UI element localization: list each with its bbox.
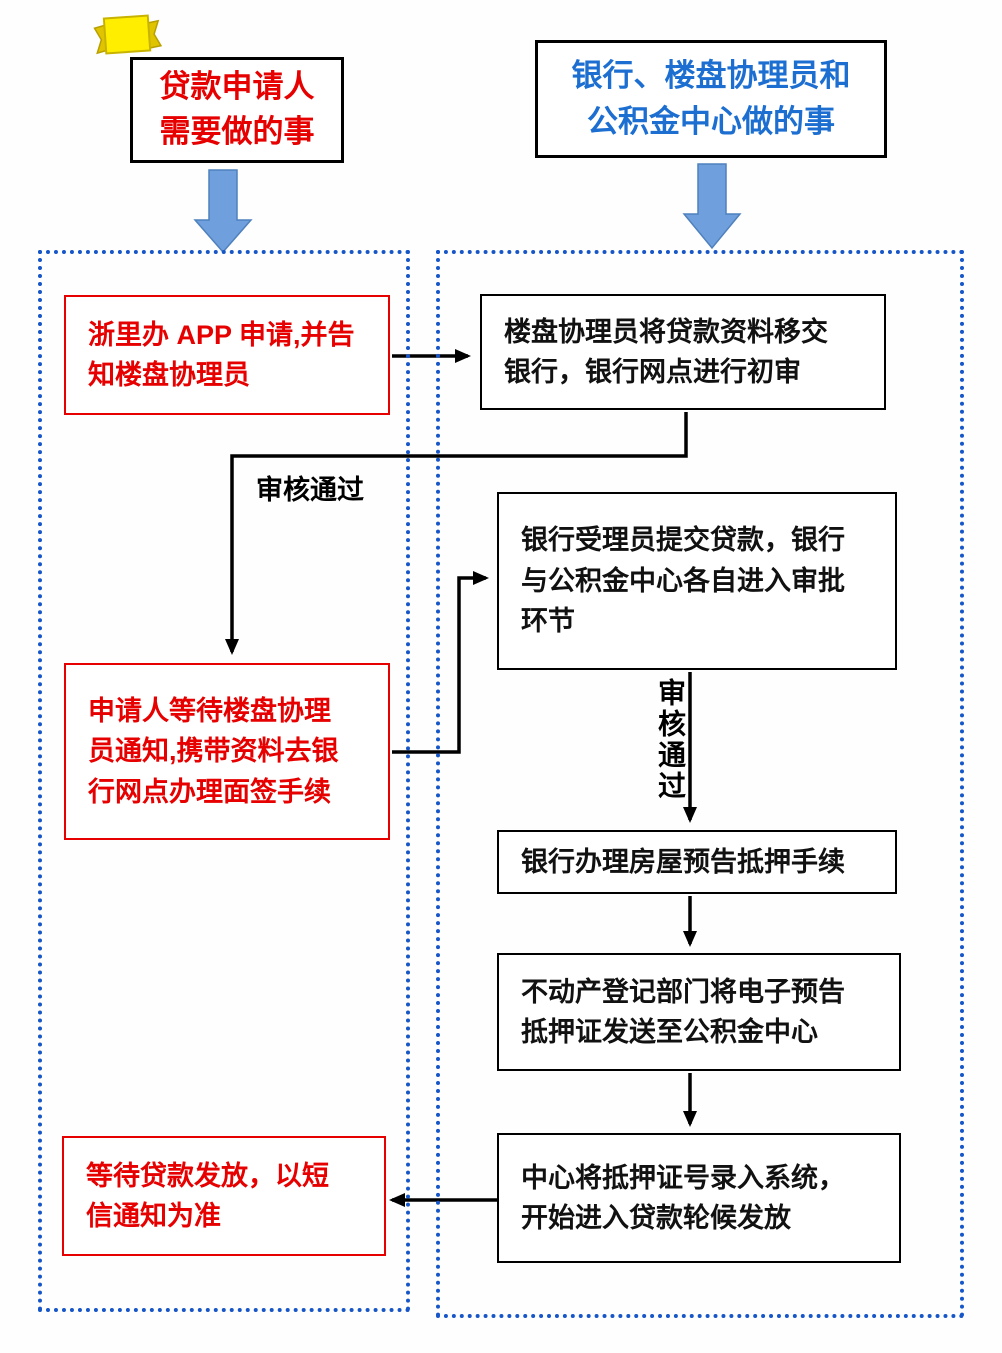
applicant-column-header: 贷款申请人 需要做的事 xyxy=(130,57,344,163)
step-text: 银行受理员提交贷款，银行 与公积金中心各自进入审批 环节 xyxy=(521,525,845,637)
block-down-arrow-right xyxy=(682,163,742,250)
applicant-lane xyxy=(38,250,410,1312)
step-text: 银行办理房屋预告抵押手续 xyxy=(521,846,845,877)
institutions-column-header: 银行、楼盘协理员和 公积金中心做的事 xyxy=(535,40,887,158)
step-center-queue-disbursement: 中心将抵押证号录入系统， 开始进入贷款轮候发放 xyxy=(497,1133,901,1263)
step-text: 楼盘协理员将贷款资料移交 银行，银行网点进行初审 xyxy=(504,316,828,388)
step-bank-preliminary-review: 楼盘协理员将贷款资料移交 银行，银行网点进行初审 xyxy=(480,294,886,410)
step-text: 不动产登记部门将电子预告 抵押证发送至公积金中心 xyxy=(521,976,845,1048)
institutions-lane xyxy=(436,250,964,1318)
step-text: 等待贷款发放，以短 信通知为准 xyxy=(86,1160,329,1232)
ribbon-icon xyxy=(92,8,163,62)
step-bank-submit-approval: 银行受理员提交贷款，银行 与公积金中心各自进入审批 环节 xyxy=(497,492,897,670)
step-applicant-face-sign: 申请人等待楼盘协理 员通知,携带资料去银 行网点办理面签手续 xyxy=(64,663,390,840)
applicant-column-header-text: 贷款申请人 需要做的事 xyxy=(159,69,315,149)
step-bank-advance-mortgage: 银行办理房屋预告抵押手续 xyxy=(497,830,897,894)
institutions-column-header-text: 银行、楼盘协理员和 公积金中心做的事 xyxy=(571,57,851,140)
step-text: 申请人等待楼盘协理 员通知,携带资料去银 行网点办理面签手续 xyxy=(88,695,339,807)
label-review-passed-vertical: 审核通过 xyxy=(655,678,686,802)
ribbon-icon-shape xyxy=(93,14,163,55)
step-applicant-wait-disbursement: 等待贷款发放，以短 信通知为准 xyxy=(62,1136,386,1256)
label-review-passed-horizontal: 审核通过 xyxy=(256,475,364,505)
step-text: 浙里办 APP 申请,并告 知楼盘协理员 xyxy=(88,319,355,391)
step-text: 中心将抵押证号录入系统， 开始进入贷款轮候发放 xyxy=(521,1162,845,1234)
block-down-arrow-left xyxy=(193,169,253,254)
step-applicant-apply-app: 浙里办 APP 申请,并告 知楼盘协理员 xyxy=(64,295,390,415)
step-registry-send-certificate: 不动产登记部门将电子预告 抵押证发送至公积金中心 xyxy=(497,953,901,1071)
